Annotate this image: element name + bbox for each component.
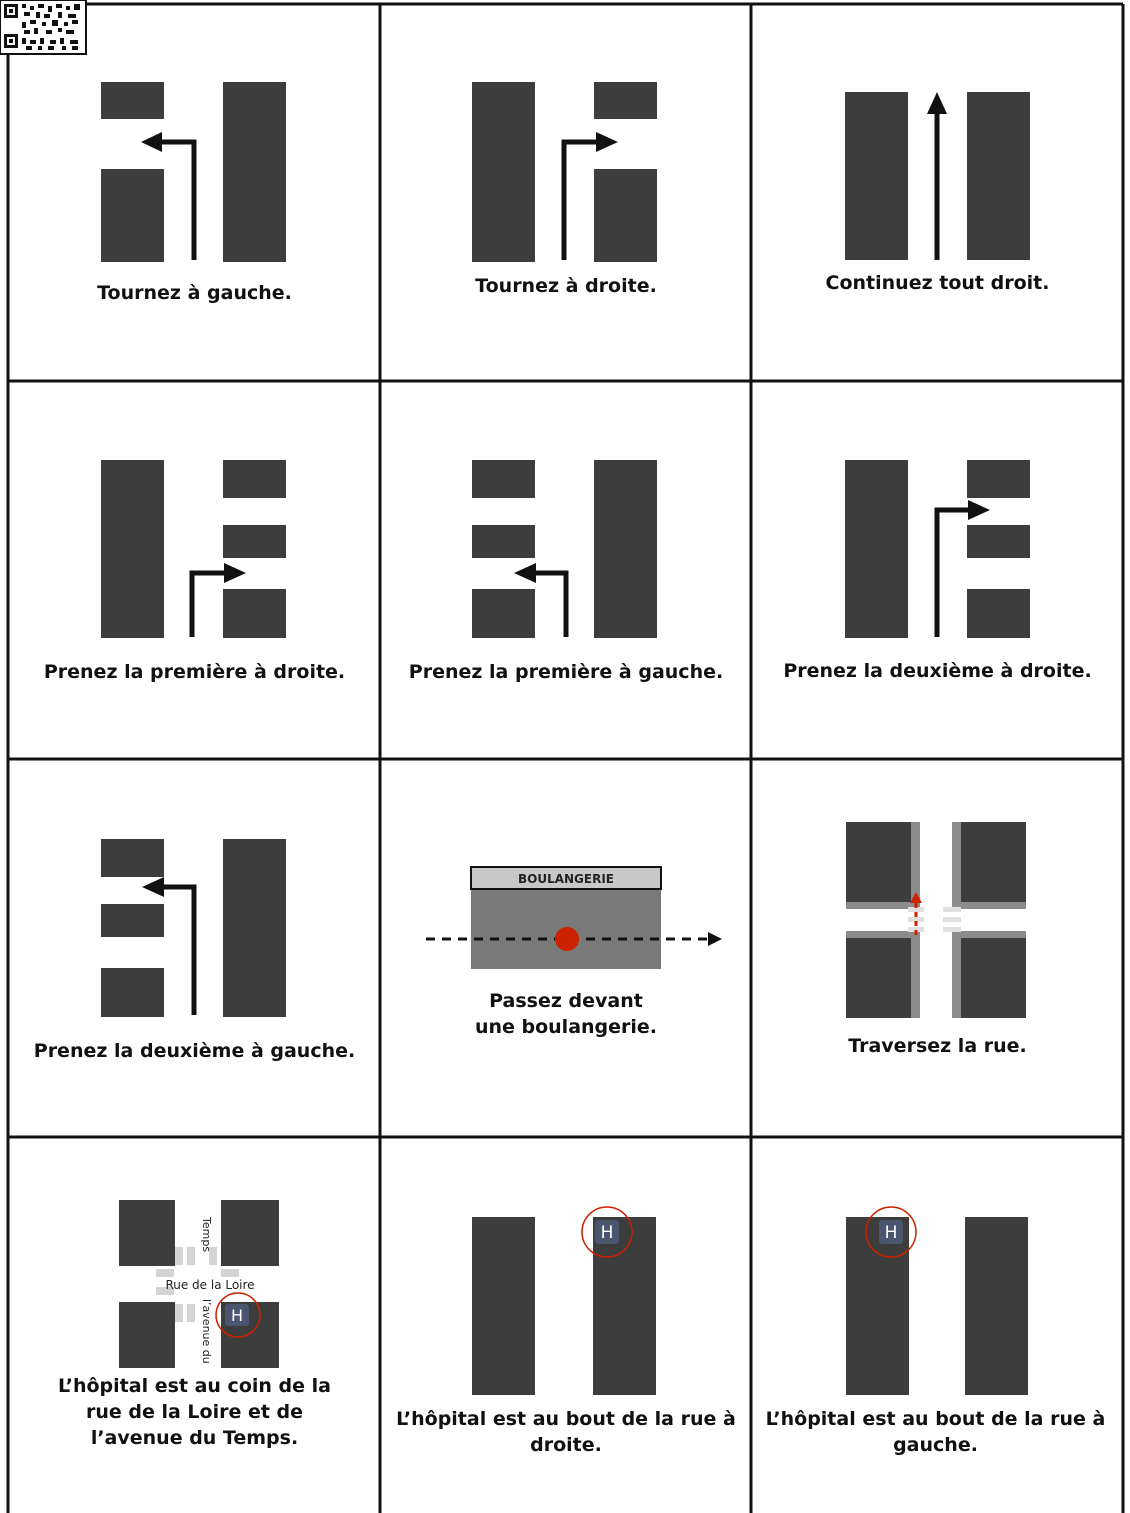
block (952, 822, 1026, 904)
second-left-diagram (10, 761, 379, 1136)
block (965, 1217, 1028, 1395)
block (952, 936, 1026, 1018)
hospital-badge-letter: H (885, 1223, 898, 1243)
block (223, 525, 286, 558)
card-turn-right: Tournez à droite. (382, 6, 750, 380)
block (967, 92, 1030, 260)
street-edge (952, 902, 1026, 909)
hospital-badge-letter: H (231, 1306, 243, 1325)
block (101, 968, 164, 1017)
block (101, 460, 164, 638)
block (223, 460, 286, 498)
position-marker (555, 927, 579, 951)
block (119, 1200, 175, 1266)
street-edge (952, 931, 1026, 938)
card-caption: Passez devant une boulangerie. (466, 988, 666, 1040)
block (223, 589, 286, 638)
card-caption: Continuez tout droit. (753, 270, 1122, 296)
card-caption: Traversez la rue. (753, 1033, 1122, 1059)
crosswalk-stripe (187, 1247, 195, 1265)
street-edge (846, 931, 920, 938)
block (967, 589, 1030, 638)
card-end-left: H L’hôpital est au bout de la rue à gauc… (753, 1139, 1122, 1513)
card-caption: Prenez la deuxième à droite. (753, 658, 1122, 684)
crosswalk-stripe (175, 1304, 183, 1322)
card-caption: Prenez la première à gauche. (382, 659, 750, 685)
street-edge (952, 936, 961, 1018)
card-second-left: Prenez la deuxième à gauche. (10, 761, 379, 1136)
card-caption: L’hôpital est au coin de la rue de la Lo… (42, 1373, 347, 1451)
crosswalk-stripe (943, 927, 961, 932)
block (101, 169, 164, 262)
straight-diagram (753, 6, 1122, 380)
card-corner: Rue de la Loire Temps l’avenue du H L’hô… (10, 1139, 379, 1513)
block (472, 589, 535, 638)
card-caption: Tournez à gauche. (10, 280, 379, 306)
street-edge (911, 822, 920, 904)
block (472, 460, 535, 498)
crosswalk-stripe (156, 1269, 174, 1277)
path-arrowhead (708, 932, 722, 946)
card-end-right: H L’hôpital est au bout de la rue à droi… (382, 1139, 750, 1513)
block (845, 460, 908, 638)
street-label-avenue-du: l’avenue du (200, 1299, 213, 1364)
card-caption: L’hôpital est au bout de la rue à gauche… (749, 1406, 1122, 1458)
block (101, 82, 164, 119)
block (846, 936, 920, 1018)
block (594, 82, 657, 119)
card-caption: Tournez à droite. (382, 273, 750, 299)
card-caption: L’hôpital est au bout de la rue à droite… (378, 1406, 754, 1458)
bakery-diagram: BOULANGERIE (382, 761, 750, 1136)
crosswalk-stripe (175, 1247, 183, 1265)
block (223, 82, 286, 262)
block (594, 460, 657, 638)
card-caption: Prenez la deuxième à gauche. (10, 1038, 379, 1064)
crosswalk-stripe (943, 917, 961, 922)
crosswalk-stripe (943, 907, 961, 912)
card-straight: Continuez tout droit. (753, 6, 1122, 380)
block (119, 1302, 175, 1368)
card-pass-bakery: BOULANGERIE Passez devant une boulangeri… (382, 761, 750, 1136)
turn-left-diagram (10, 6, 379, 380)
street-label-temps: Temps (200, 1216, 213, 1252)
corner-diagram: Rue de la Loire Temps l’avenue du H (10, 1139, 379, 1513)
second-right-diagram (753, 383, 1122, 758)
block (221, 1200, 279, 1266)
card-cross-street: Traversez la rue. (753, 761, 1122, 1136)
block (845, 92, 908, 260)
block (223, 839, 286, 1017)
hospital-badge-letter: H (601, 1223, 614, 1243)
bakery-sign-label: BOULANGERIE (518, 872, 614, 886)
block (472, 1217, 535, 1395)
first-right-diagram (10, 383, 379, 758)
first-left-diagram (382, 383, 750, 758)
street-edge (911, 936, 920, 1018)
card-caption: Prenez la première à droite. (10, 659, 379, 685)
block (594, 169, 657, 262)
block (846, 822, 920, 904)
block (101, 904, 164, 937)
block (967, 525, 1030, 558)
block (967, 460, 1030, 498)
crosswalk-stripe (221, 1269, 239, 1277)
block (472, 525, 535, 558)
card-first-left: Prenez la première à gauche. (382, 383, 750, 758)
cross-street-diagram (753, 761, 1122, 1136)
card-turn-left: Tournez à gauche. (10, 6, 379, 380)
crosswalk-stripe (187, 1304, 195, 1322)
card-first-right: Prenez la première à droite. (10, 383, 379, 758)
street-edge (952, 822, 961, 904)
block (472, 82, 535, 262)
turn-right-diagram (382, 6, 750, 380)
card-second-right: Prenez la deuxième à droite. (753, 383, 1122, 758)
street-label-rue-de-la-loire: Rue de la Loire (165, 1278, 254, 1292)
block (101, 839, 164, 877)
